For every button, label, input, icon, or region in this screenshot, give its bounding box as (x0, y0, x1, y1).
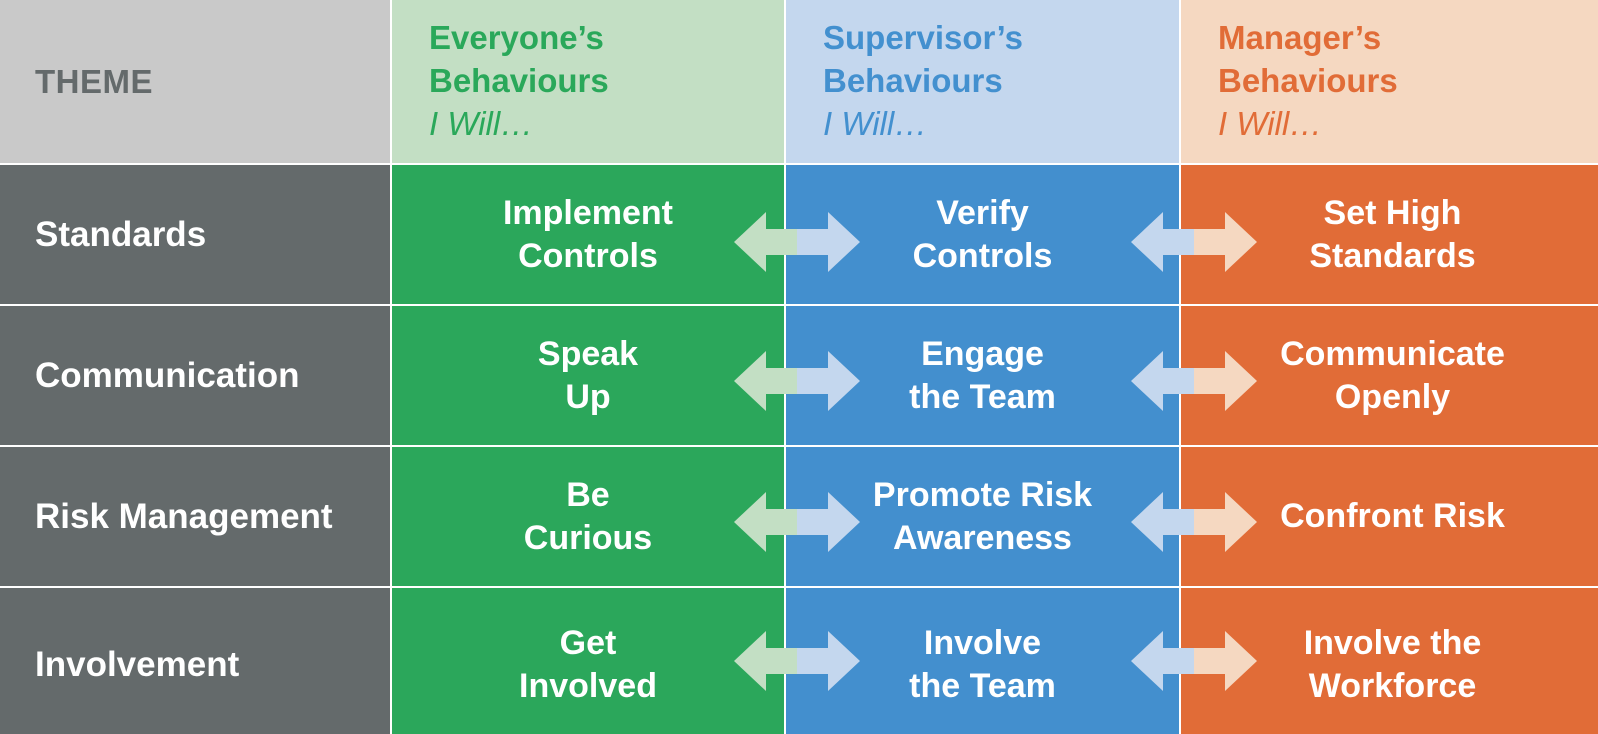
theme-header-label: THEME (35, 62, 153, 100)
theme-label: Standards (35, 214, 207, 254)
behaviour-text: Implement Controls (502, 193, 674, 275)
behaviour-text: Set High Standards (1309, 193, 1476, 275)
manager-behaviour-cell: Confront Risk (1181, 447, 1598, 586)
everyone-behaviour-cell: Implement Controls (392, 165, 784, 304)
everyone-header-subtitle: I Will… (429, 105, 534, 142)
everyone-behaviour-cell: Be Curious (392, 447, 784, 586)
theme-cell-standards: Standards (0, 165, 390, 304)
behaviour-text: Verify Controls (912, 193, 1053, 275)
theme-label: Involvement (35, 645, 240, 684)
theme-cell-communication: Communication (0, 306, 390, 445)
everyone-column-header: Everyone’s Behaviours I Will… (392, 0, 784, 163)
manager-behaviour-cell: Involve the Workforce (1181, 588, 1598, 734)
behaviour-text: Get Involved (519, 624, 657, 705)
manager-behaviour-cell: Communicate Openly (1181, 306, 1598, 445)
behaviour-text: Be Curious (523, 475, 653, 557)
theme-column-header: THEME (0, 0, 390, 163)
everyone-header-title-line1: Everyone’s (429, 19, 604, 56)
supervisor-behaviour-cell: Involve the Team (786, 588, 1179, 734)
theme-cell-involvement: Involvement (0, 588, 390, 734)
everyone-behaviour-cell: Speak Up (392, 306, 784, 445)
behaviour-text: Engage the Team (909, 334, 1056, 416)
supervisor-header-title-line1: Supervisor’s (823, 19, 1023, 56)
theme-cell-risk-management: Risk Management (0, 447, 390, 586)
theme-label: Communication (35, 355, 300, 395)
behaviour-text: Promote Risk Awareness (872, 475, 1093, 557)
supervisor-behaviour-cell: Promote Risk Awareness (786, 447, 1179, 586)
behaviour-text: Speak Up (537, 334, 639, 416)
supervisor-behaviour-cell: Engage the Team (786, 306, 1179, 445)
supervisor-behaviour-cell: Verify Controls (786, 165, 1179, 304)
behaviour-text: Involve the Team (909, 624, 1056, 705)
manager-column-header: Manager’s Behaviours I Will… (1181, 0, 1598, 163)
behaviour-text: Confront Risk (1280, 497, 1505, 535)
supervisor-header-title-line2: Behaviours (823, 62, 1003, 99)
behaviour-text: Communicate Openly (1280, 334, 1505, 416)
everyone-header-title-line2: Behaviours (429, 62, 609, 99)
supervisor-column-header: Supervisor’s Behaviours I Will… (786, 0, 1179, 163)
behaviour-text: Involve the Workforce (1303, 624, 1482, 705)
everyone-behaviour-cell: Get Involved (392, 588, 784, 734)
manager-header-title-line2: Behaviours (1218, 62, 1398, 99)
manager-header-subtitle: I Will… (1218, 105, 1323, 142)
manager-header-title-line1: Manager’s (1218, 19, 1382, 56)
theme-label: Risk Management (35, 496, 333, 536)
supervisor-header-subtitle: I Will… (823, 105, 928, 142)
manager-behaviour-cell: Set High Standards (1181, 165, 1598, 304)
